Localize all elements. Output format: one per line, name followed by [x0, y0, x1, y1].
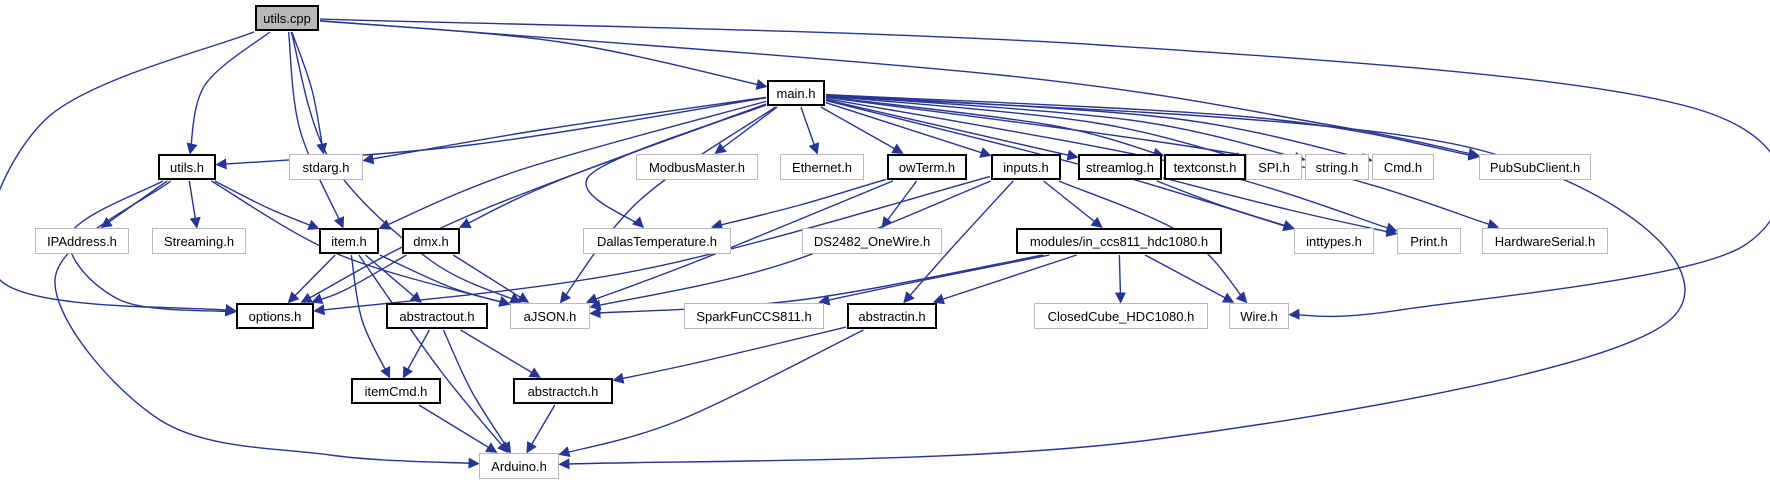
- graph-node-Wire.h: Wire.h: [1229, 303, 1289, 329]
- graph-node-utils.cpp: utils.cpp: [255, 5, 319, 31]
- include-edge: [558, 94, 1686, 470]
- include-edge: [710, 178, 887, 231]
- include-edge: [825, 93, 1480, 161]
- include-edge: [402, 329, 430, 379]
- include-edge: [300, 103, 767, 303]
- include-edge: [800, 106, 820, 155]
- graph-node-inttypes.h: inttypes.h: [1294, 228, 1374, 254]
- graph-node-Print.h: Print.h: [1397, 228, 1461, 254]
- graph-node-inputs.h[interactable]: inputs.h: [991, 154, 1061, 180]
- graph-node-abstractin.h[interactable]: abstractin.h: [847, 303, 937, 329]
- include-edge: [559, 106, 776, 304]
- include-edge: [442, 329, 512, 454]
- include-edge: [714, 106, 778, 155]
- include-edge: [903, 180, 1014, 304]
- include-edge: [585, 180, 894, 304]
- include-edge: [1114, 254, 1126, 304]
- include-edge: [825, 101, 992, 158]
- graph-node-Arduino.h: Arduino.h: [479, 453, 559, 479]
- graph-node-SparkFunCCS811.h: SparkFunCCS811.h: [684, 303, 824, 329]
- include-edge: [825, 96, 1165, 159]
- include-edge: [364, 254, 422, 304]
- include-edge: [1144, 254, 1235, 303]
- include-edge: [319, 19, 1480, 159]
- graph-node-stdarg.h: stdarg.h: [289, 154, 363, 180]
- include-edge: [526, 404, 556, 454]
- include-edge: [1162, 177, 1398, 238]
- graph-node-PubSubClient.h: PubSubClient.h: [1479, 154, 1591, 180]
- include-edge: [589, 254, 1044, 319]
- graph-node-dmx.h[interactable]: dmx.h: [402, 228, 460, 254]
- include-edge: [612, 326, 847, 384]
- include-edge: [881, 180, 918, 229]
- include-edge: [186, 31, 271, 155]
- include-edge: [290, 31, 522, 304]
- include-edge: [1043, 180, 1103, 229]
- graph-node-modules/in_ccs811_hdc1080.h[interactable]: modules/in_ccs811_hdc1080.h: [1016, 228, 1222, 254]
- graph-node-ClosedCube_HDC1080.h: ClosedCube_HDC1080.h: [1034, 303, 1208, 329]
- include-edge: [558, 329, 864, 458]
- include-edge: [214, 180, 320, 230]
- graph-node-abstractout.h[interactable]: abstractout.h: [386, 303, 488, 329]
- include-edge: [0, 31, 255, 316]
- include-edge: [1156, 180, 1295, 231]
- include-edge: [825, 94, 1373, 164]
- graph-node-SPI.h: SPI.h: [1246, 154, 1302, 180]
- include-edge: [358, 254, 509, 454]
- graph-node-options.h[interactable]: options.h: [236, 303, 314, 329]
- include-edge: [287, 254, 336, 304]
- graph-node-Ethernet.h: Ethernet.h: [780, 154, 864, 180]
- include-edge: [319, 20, 768, 90]
- include-edge: [319, 18, 1770, 320]
- include-edge: [188, 180, 201, 229]
- graph-node-HardwareSerial.h: HardwareSerial.h: [1482, 228, 1608, 254]
- include-edge: [379, 254, 511, 307]
- include-edge: [287, 31, 345, 229]
- graph-node-textconst.h[interactable]: textconst.h: [1164, 154, 1246, 180]
- graph-node-string.h: string.h: [1305, 154, 1369, 180]
- graph-node-Streaming.h: Streaming.h: [152, 228, 246, 254]
- graph-node-IPAddress.h: IPAddress.h: [35, 228, 129, 254]
- include-edge: [378, 100, 767, 230]
- include-edge: [418, 404, 498, 453]
- graph-node-streamlog.h[interactable]: streamlog.h: [1078, 154, 1162, 180]
- include-edge: [825, 99, 1079, 161]
- graph-node-aJSON.h: aJSON.h: [510, 303, 590, 329]
- graph-node-DS2482_OneWire.h: DS2482_OneWire.h: [802, 228, 942, 254]
- graph-node-itemCmd.h[interactable]: itemCmd.h: [351, 378, 441, 404]
- graph-node-utils.h[interactable]: utils.h: [158, 154, 216, 180]
- include-edge: [362, 96, 767, 165]
- graph-node-DallasTemperature.h: DallasTemperature.h: [583, 228, 731, 254]
- include-edge: [291, 31, 328, 155]
- graph-node-item.h[interactable]: item.h: [319, 228, 379, 254]
- graph-node-ModbusMaster.h: ModbusMaster.h: [636, 154, 758, 180]
- include-edge: [932, 254, 1077, 305]
- graph-node-main.h[interactable]: main.h: [767, 80, 825, 106]
- graph-node-Cmd.h: Cmd.h: [1372, 154, 1434, 180]
- include-edge: [825, 96, 1500, 230]
- include-edge: [820, 106, 904, 154]
- include-edge: [818, 254, 1050, 306]
- include-edge: [589, 180, 992, 311]
- graph-node-abstractch.h[interactable]: abstractch.h: [513, 378, 613, 404]
- include-edge: [68, 180, 237, 317]
- include-edge: [313, 175, 991, 316]
- include-edge: [460, 329, 541, 378]
- include-edge: [215, 97, 767, 170]
- include-edge: [311, 254, 407, 304]
- include-edge: [452, 254, 530, 303]
- graph-node-owTerm.h[interactable]: owTerm.h: [887, 154, 967, 180]
- include-edge: [350, 254, 391, 379]
